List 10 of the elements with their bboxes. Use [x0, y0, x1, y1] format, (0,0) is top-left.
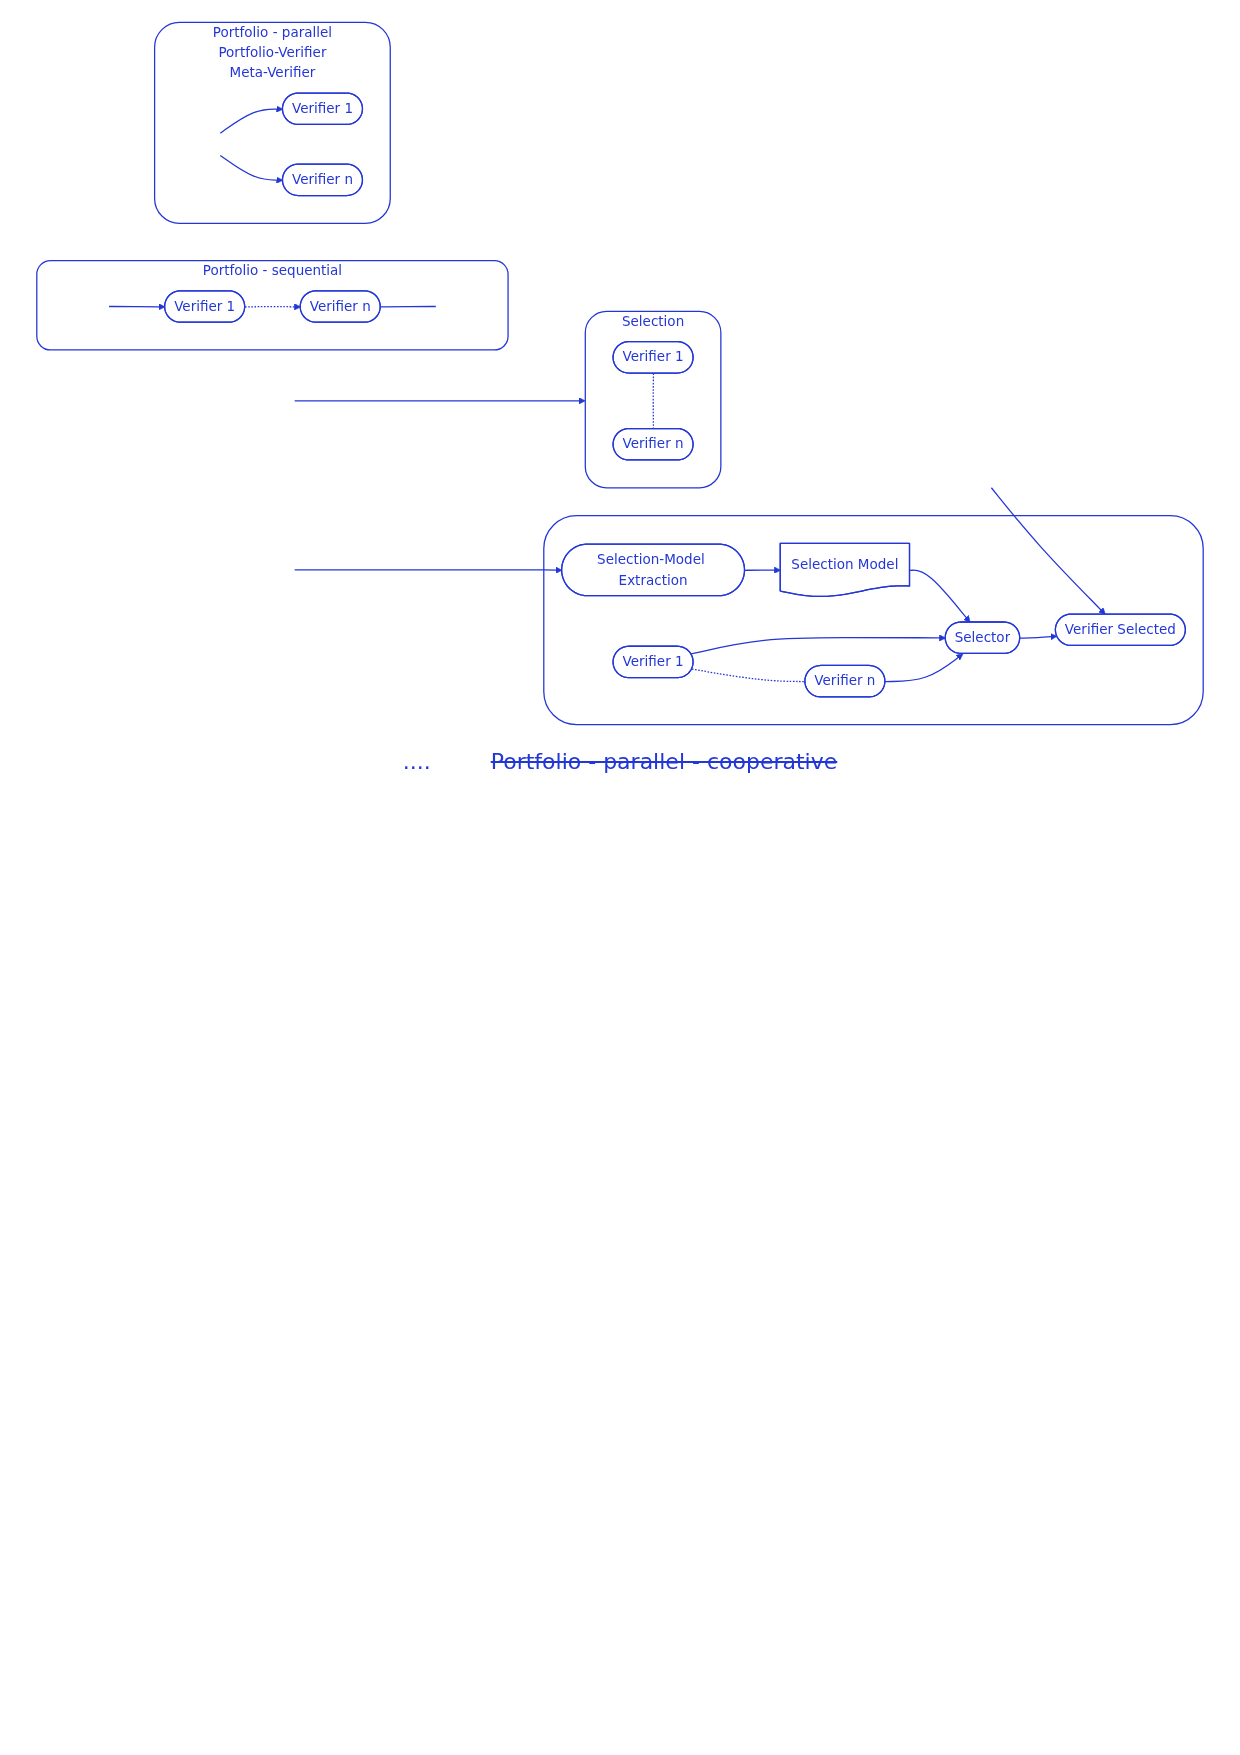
arrow	[909, 569, 971, 623]
struck-heading: Portfolio - parallel - cooperative	[490, 749, 838, 774]
arrow	[294, 397, 586, 405]
ellipsis-text: ....	[402, 749, 431, 774]
cluster	[543, 514, 1204, 726]
arrow	[1019, 633, 1058, 641]
arrow	[884, 653, 964, 683]
arrow	[744, 566, 781, 574]
arrow	[990, 487, 1106, 615]
arrow	[690, 634, 946, 655]
